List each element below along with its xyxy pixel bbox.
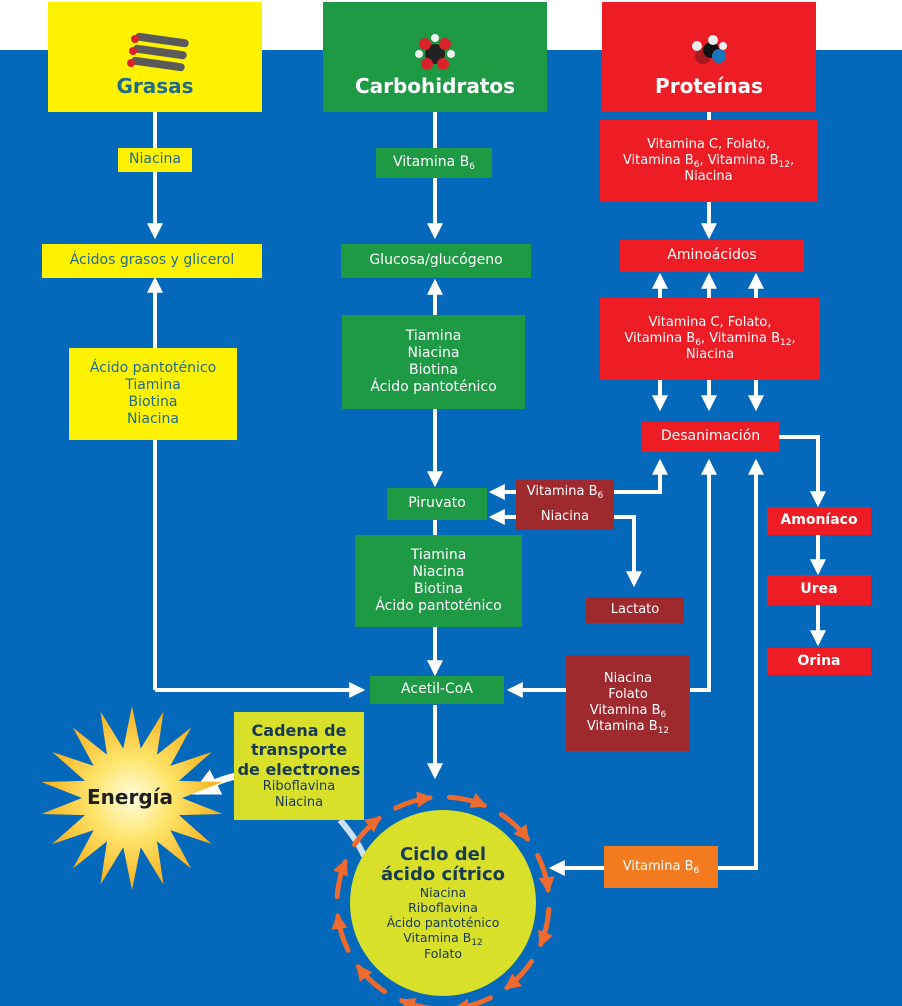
cycle-arrow [504, 958, 534, 991]
pyruvate-link-b6: Vitamina B6 [516, 480, 614, 504]
amino-acids: Aminoácidos [620, 240, 804, 272]
cycle-arrow [446, 793, 488, 808]
cycle-arrow [393, 791, 434, 811]
header-fats-title: Grasas [116, 73, 194, 98]
acetyl-coa: Acetil-CoA [370, 676, 504, 704]
lactate: Lactato [586, 597, 684, 623]
deamination: Desanimación [642, 422, 779, 452]
urine: Orina [767, 648, 871, 675]
pyruvate: Piruvato [387, 488, 487, 520]
sun-burst-icon [41, 706, 223, 890]
header-proteins: Proteínas [602, 2, 816, 112]
proteins-cofactor-list-2: Vitamina C, Folato, Vitamina B6, Vitamin… [600, 298, 820, 380]
amino-acid-molecule-icon [692, 34, 727, 64]
cycle-input-b6: Vitamina B6 [604, 846, 718, 888]
ammonia: Amoníaco [767, 507, 871, 535]
fatty-acid-molecule-icon [127, 32, 189, 71]
carbs-product-glucose: Glucosa/glucógeno [341, 244, 531, 278]
glucose-molecule-icon [415, 33, 455, 70]
citric-acid-cycle: Ciclo del ácido cítrico Niacina Riboflav… [350, 810, 536, 996]
cycle-arrow [535, 853, 555, 894]
cycle-arrow [498, 812, 531, 842]
proteins-cofactor-list-1: Vitamina C, Folato, Vitamina B6, Vitamin… [600, 120, 817, 202]
cycle-arrow [398, 998, 434, 1006]
energy-label: Energía [87, 784, 173, 809]
urea: Urea [767, 575, 871, 605]
pyruvate-link-niacin: Niacina [516, 504, 614, 530]
fats-cofactor-niacin: Niacina [118, 148, 192, 172]
cycle-arrow [355, 964, 388, 994]
cycle-arrow [331, 912, 351, 953]
cycle-arrow [452, 995, 493, 1006]
cycle-arrow [352, 815, 382, 848]
fats-product: Ácidos grasos y glicerol [42, 244, 262, 278]
header-carbs-title: Carbohidratos [354, 73, 516, 98]
carbs-cofactor-list-1: Tiamina Niacina Biotina Ácido pantoténic… [342, 315, 525, 409]
cycle-arrow [538, 906, 553, 948]
header-fats: Grasas [48, 2, 262, 112]
cycle-arrow [333, 858, 348, 900]
acetyl-link-cofactors: Niacina Folato Vitamina B6 Vitamina B12 [566, 655, 690, 751]
carbs-cofactor-list-2: Tiamina Niacina Biotina Ácido pantoténic… [355, 535, 522, 627]
header-proteins-title: Proteínas [655, 73, 763, 98]
electron-transport-chain: Cadena de transporte de electrones Ribof… [234, 712, 364, 820]
fats-cofactor-list: Ácido pantoténico Tiamina Biotina Niacin… [69, 348, 237, 440]
header-carbs: Carbohidratos [323, 2, 547, 112]
carbs-cofactor-b6: Vitamina B6 [376, 148, 492, 178]
